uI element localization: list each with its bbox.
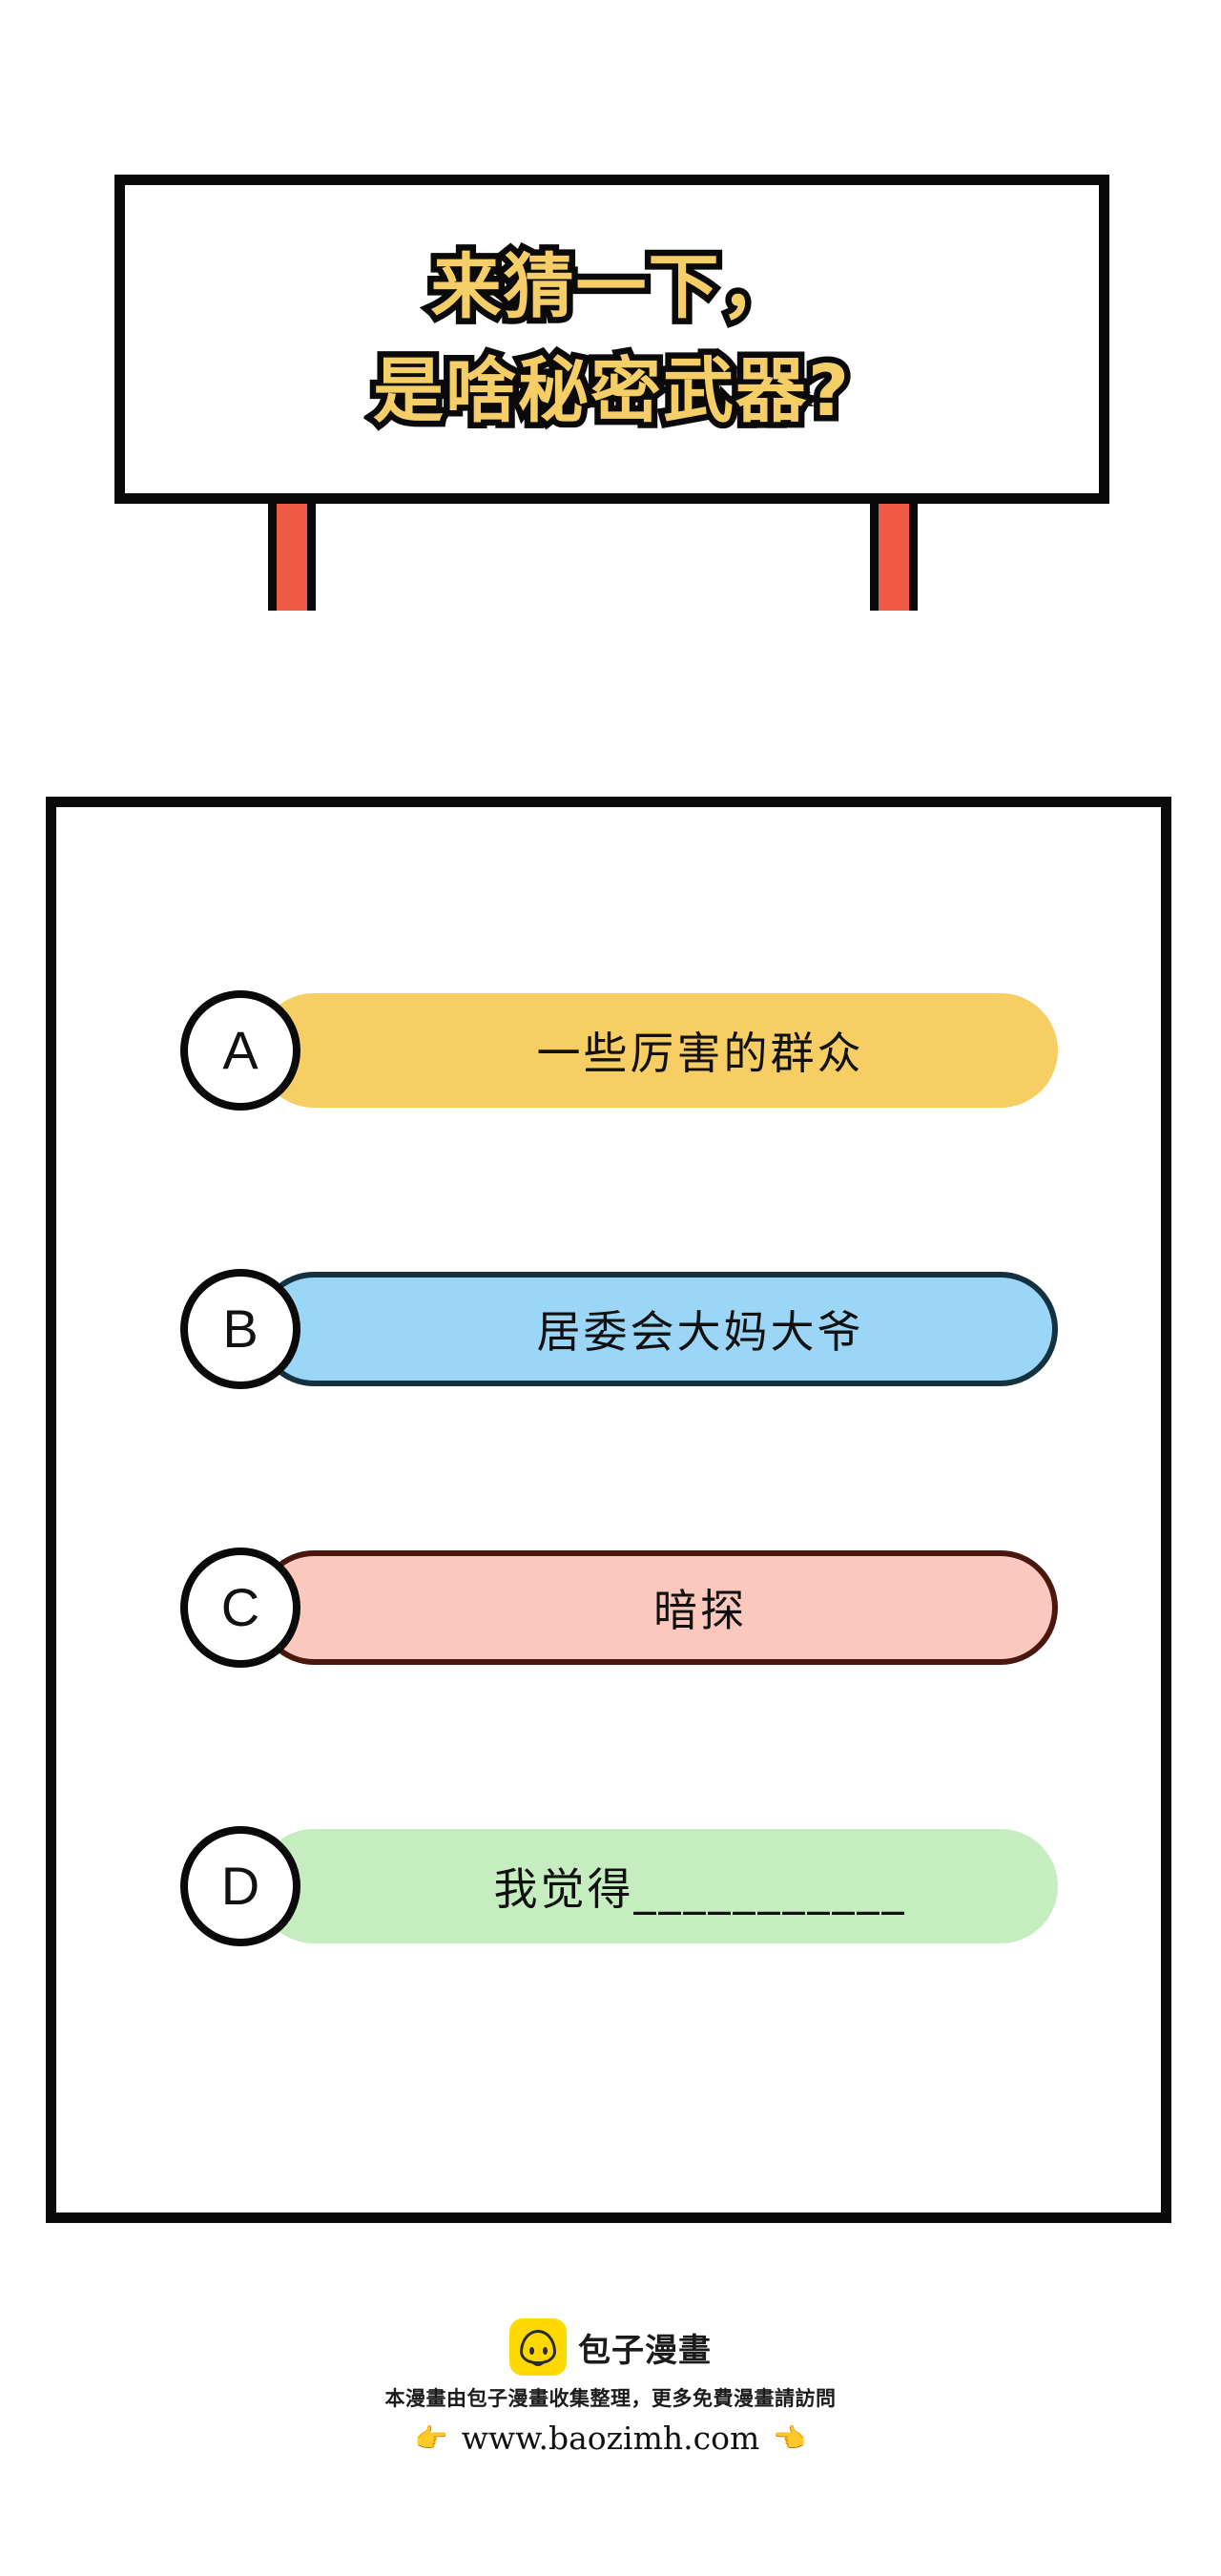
option-pill-b[interactable]: 居委会大妈大爷: [257, 1272, 1058, 1386]
answer-panel: 一些厉害的群众 A 居委会大妈大爷 B 暗探 C: [46, 797, 1171, 2223]
option-pill-a[interactable]: 一些厉害的群众: [257, 993, 1058, 1108]
option-label-c: 暗探: [653, 1585, 747, 1636]
option-letter-c: C: [220, 1577, 260, 1637]
signboard-leg-right: [870, 496, 918, 611]
option-label-d: 我觉得___________: [493, 1863, 907, 1915]
option-list: 一些厉害的群众 A 居委会大妈大爷 B 暗探 C: [180, 990, 1058, 1946]
option-row-b[interactable]: 居委会大妈大爷 B: [180, 1269, 1058, 1389]
option-label-a: 一些厉害的群众: [536, 1028, 864, 1079]
footer-watermark: 包子漫畫 本漫畫由包子漫畫收集整理，更多免費漫畫請訪問 👉 www.baozim…: [0, 2318, 1221, 2457]
footer-url[interactable]: www.baozimh.com: [461, 2420, 760, 2457]
brand-name: 包子漫畫: [578, 2331, 712, 2370]
option-badge-a[interactable]: A: [180, 990, 300, 1111]
title-line-2: 是啥秘密武器?: [367, 345, 856, 437]
option-row-d[interactable]: 我觉得___________ D: [180, 1826, 1058, 1946]
option-letter-b: B: [222, 1298, 259, 1359]
footer-note: 本漫畫由包子漫畫收集整理，更多免費漫畫請訪問: [384, 2387, 837, 2410]
option-label-b: 居委会大妈大爷: [536, 1306, 864, 1358]
option-badge-c[interactable]: C: [180, 1548, 300, 1668]
option-pill-d[interactable]: 我觉得___________: [257, 1829, 1058, 1943]
title-line-1: 来猜一下，: [424, 241, 797, 333]
signboard-title: 来猜一下， 是啥秘密武器?: [125, 185, 1099, 493]
option-letter-a: A: [222, 1020, 259, 1080]
option-row-c[interactable]: 暗探 C: [180, 1548, 1058, 1668]
option-badge-b[interactable]: B: [180, 1269, 300, 1389]
pointing-left-hand-icon: 👈: [773, 2421, 807, 2454]
option-row-a[interactable]: 一些厉害的群众 A: [180, 990, 1058, 1111]
option-letter-d: D: [220, 1856, 260, 1916]
signboard: 来猜一下， 是啥秘密武器?: [114, 175, 1109, 504]
signboard-leg-left: [268, 496, 316, 611]
footer-url-row[interactable]: 👉 www.baozimh.com 👈: [415, 2420, 806, 2457]
option-pill-c[interactable]: 暗探: [257, 1550, 1058, 1665]
pointing-right-hand-icon: 👉: [414, 2421, 448, 2454]
option-badge-d[interactable]: D: [180, 1826, 300, 1946]
bun-icon: [509, 2318, 567, 2376]
brand-row: 包子漫畫: [509, 2318, 712, 2376]
